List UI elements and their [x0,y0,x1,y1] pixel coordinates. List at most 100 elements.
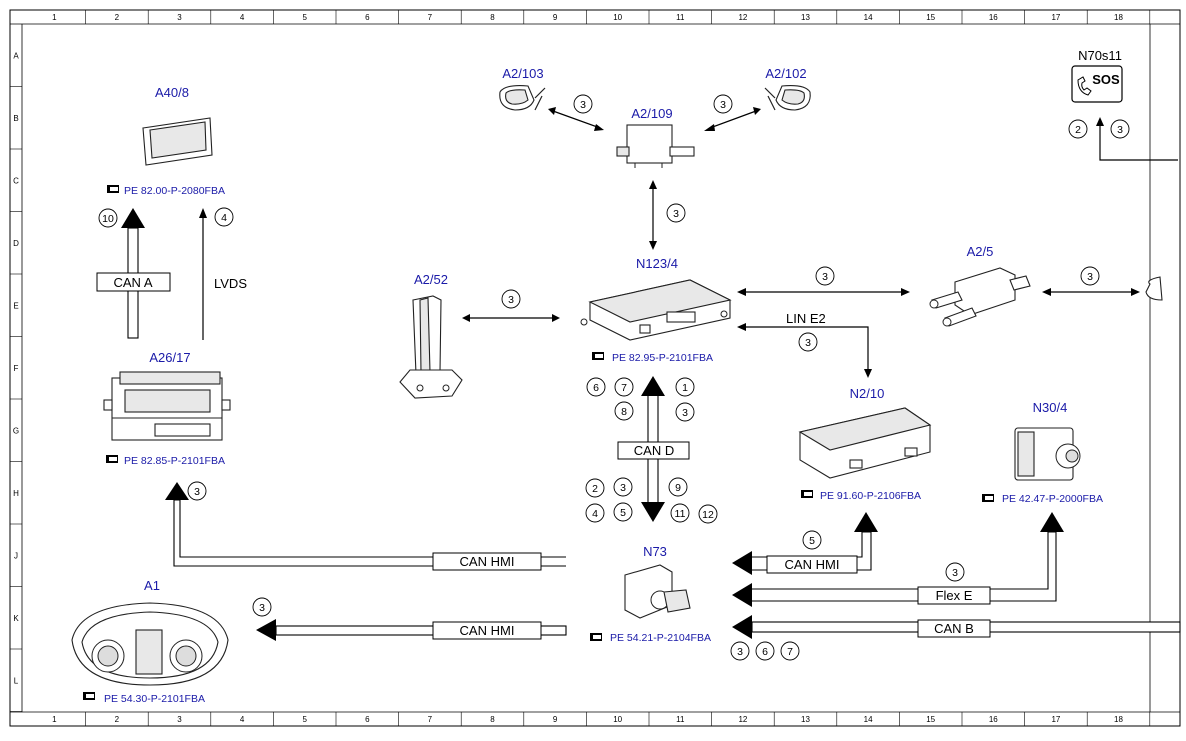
callout-number: 5 [620,507,626,519]
grid-column-label: 5 [302,13,307,22]
grid-column-label: 12 [738,715,747,724]
mirror-a2-102-icon [764,85,811,111]
callout-number: 4 [592,508,598,520]
callout-3: 3 [673,208,679,220]
callout-circle [501,289,521,309]
grid-column-label: 12 [738,13,747,22]
callout-3: 3 [822,271,828,283]
callout-circle [613,502,633,522]
bus-can-hmi-1: CAN HMI [460,554,515,569]
can-hmi-box-3 [766,555,858,574]
arrowhead [737,323,746,331]
callout-circle [614,401,634,421]
grid-column-label: 7 [428,715,433,724]
manual-icon [982,494,994,502]
grid-column-label: 5 [302,715,307,724]
manual-icon [590,633,602,641]
arrowhead [462,314,470,322]
label-a1: A1 [144,578,160,593]
ref-a1: PE 54.30-P-2101FBA [104,693,205,705]
arrowhead [548,107,556,115]
callout-number: 11 [675,508,686,520]
label-n73: N73 [643,544,667,559]
bus-can-hmi-2: CAN HMI [460,623,515,638]
grid-row-label: A [13,51,19,60]
grid-column-label: 8 [490,715,495,724]
callout-circle [187,481,207,501]
grid-column-label: 16 [989,715,998,724]
can-d-box [617,441,690,460]
grid-column-label: 9 [553,715,558,724]
callout-circle [945,562,965,582]
callout-5: 3 [259,602,265,614]
callout-number: 3 [682,407,688,419]
ref-n123-4: PE 82.95-P-2101FBA [612,352,713,364]
callout-circle [802,530,822,550]
module-n123-4-icon [580,279,732,341]
arrowhead [1042,288,1051,296]
arrowhead [753,107,761,115]
bus-can-hmi-3: CAN HMI [785,557,840,572]
label-a2-52: A2/52 [414,272,448,287]
sos-button-icon [1071,65,1123,103]
callout-3: 3 [580,99,586,111]
can-hmi-box-2 [432,621,542,640]
callout-circle [675,402,695,422]
ref-n73: PE 54.21-P-2104FBA [610,632,711,644]
manual-icon [107,185,119,193]
arrowhead [594,124,604,131]
callout-8: 7 [787,646,793,658]
grid-column-label: 11 [676,715,685,724]
arrowhead [649,180,657,189]
grid-column-label: 3 [177,715,182,724]
callout-circle [730,641,750,661]
grid-column-label: 15 [926,13,935,22]
grid-column-label: 18 [1114,13,1123,22]
instrument-cluster-a1-icon [71,602,229,686]
grid-row-label: B [13,114,18,123]
callout-circle [613,477,633,497]
label-n70s11: N70s11 [1078,48,1122,63]
arrowhead [737,288,746,296]
lin-e2-line [745,326,869,370]
grid-column-label: 16 [989,13,998,22]
callout-circle [98,208,118,228]
manual-icon [801,490,813,498]
arrowhead [649,241,657,250]
label-a2-109: A2/109 [631,106,672,121]
arrowhead [1131,288,1140,296]
grid-column-label: 10 [613,13,622,22]
callout-6: 3 [737,646,743,658]
grid-row-label: D [13,239,19,248]
ref-n2-10: PE 91.60-P-2106FBA [820,490,921,502]
arrowhead [864,369,872,378]
bus-can-b: CAN B [934,621,974,636]
bus-lin-e2: LIN E2 [786,311,826,326]
antenna-partial-icon [1145,276,1163,301]
callout-number: 9 [675,482,681,494]
grid-column-label: 7 [428,13,433,22]
unit-a26-17-icon [103,371,231,441]
callout-circle [666,203,686,223]
callout-circle [670,503,690,523]
callout-10: 10 [102,213,114,225]
callout-circle [585,503,605,523]
a2-102-link-line [709,110,757,129]
callout-4: 4 [221,212,227,224]
manual-icon [83,692,95,700]
callout-4: 3 [194,486,200,498]
ref-a26-17: PE 82.85-P-2101FBA [124,455,225,467]
flex-e-box [917,586,991,605]
callout-circle [668,477,688,497]
arrowhead [552,314,560,322]
grid-column-label: 1 [52,715,57,724]
callout-circle [585,478,605,498]
grid-column-label: 18 [1114,715,1123,724]
callout-circle [713,94,733,114]
callout-3: 3 [1087,271,1093,283]
a2-103-link-line [552,110,601,129]
